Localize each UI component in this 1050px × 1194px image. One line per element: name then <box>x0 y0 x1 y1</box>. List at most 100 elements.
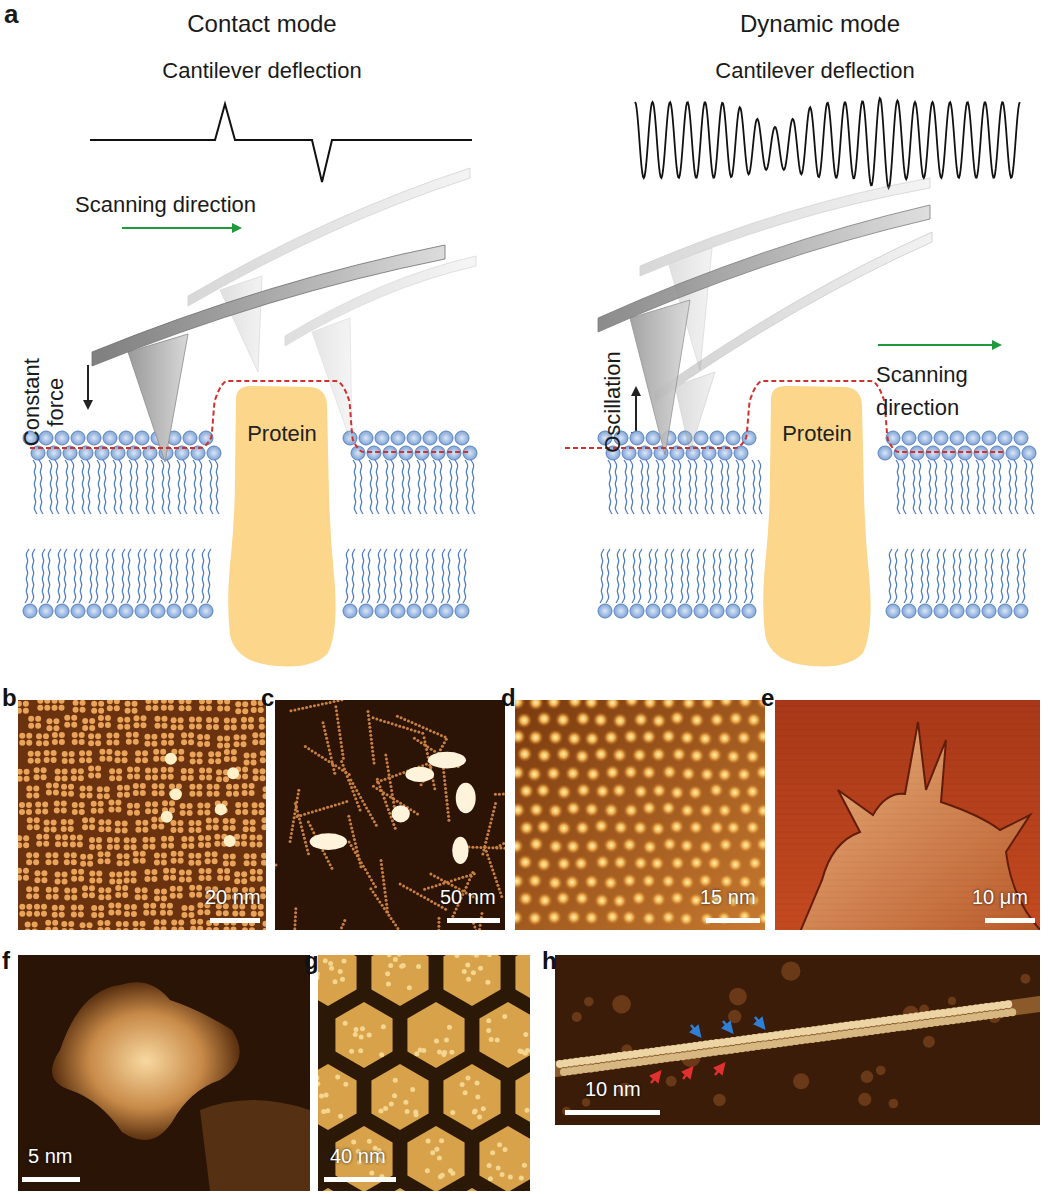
background-blob <box>1020 974 1030 984</box>
dot <box>420 894 423 897</box>
dot <box>334 804 337 807</box>
peak <box>641 910 657 926</box>
subunit <box>43 740 49 746</box>
subunit <box>64 722 70 728</box>
dot <box>406 886 409 889</box>
lipid-head <box>966 604 980 618</box>
lipid-head <box>934 431 948 445</box>
subunit <box>230 818 236 824</box>
subunit <box>64 895 70 901</box>
subunit <box>212 858 218 864</box>
peak <box>566 909 582 925</box>
subunit <box>140 928 146 930</box>
dot <box>359 796 362 799</box>
peak <box>611 782 627 798</box>
peak <box>518 891 534 907</box>
subunit <box>105 894 111 900</box>
lipid-tail <box>129 460 133 514</box>
lipid-head <box>982 431 996 445</box>
hexagonal-ring <box>515 955 530 1006</box>
hexagonal-ring <box>515 1188 530 1191</box>
subunit <box>223 776 229 782</box>
peak <box>536 711 552 727</box>
subunit <box>117 724 123 730</box>
lipid-tail <box>209 460 213 514</box>
lipid-tail <box>457 549 461 603</box>
subunit <box>196 784 202 790</box>
subunit <box>125 708 131 714</box>
subunit <box>19 911 25 917</box>
subunit <box>107 700 113 704</box>
dot <box>402 726 405 729</box>
subunit <box>124 717 130 723</box>
dot <box>297 789 300 792</box>
subunit <box>82 892 88 898</box>
lipid-tail <box>385 460 389 514</box>
lipid-tail <box>49 460 53 514</box>
subunit <box>154 895 160 901</box>
dot <box>386 765 389 768</box>
dot <box>437 917 440 920</box>
subunit <box>170 886 176 892</box>
dot <box>488 825 491 828</box>
subunit <box>349 1049 354 1054</box>
subunit <box>259 802 265 808</box>
dot <box>392 920 395 923</box>
dot <box>359 861 362 864</box>
dot <box>327 760 330 763</box>
dot <box>394 827 397 830</box>
dot <box>339 737 342 740</box>
subunit <box>206 825 212 831</box>
dot <box>444 787 447 790</box>
subunit <box>135 827 141 833</box>
subunit <box>61 826 67 832</box>
peak <box>725 749 741 765</box>
subunit <box>25 922 31 928</box>
lipid-tail <box>207 549 211 603</box>
subunit <box>134 810 140 816</box>
dot <box>392 798 395 801</box>
dot <box>436 876 439 879</box>
dot <box>493 806 496 809</box>
subunit <box>132 701 138 707</box>
subunit <box>242 701 248 707</box>
subunit <box>197 926 203 930</box>
subunit <box>59 739 65 745</box>
subunit <box>89 837 95 843</box>
subunit <box>145 767 151 773</box>
subunit <box>35 723 41 729</box>
subunit <box>142 844 148 850</box>
subunit <box>69 751 75 757</box>
lipid-head <box>710 604 724 618</box>
subunit <box>59 905 65 911</box>
peak <box>632 820 648 836</box>
dot <box>321 756 324 759</box>
cantilever-tip <box>630 300 690 455</box>
peak <box>575 782 591 798</box>
dot <box>310 828 313 831</box>
subunit <box>260 886 266 892</box>
dot <box>494 876 497 879</box>
dot <box>384 753 387 756</box>
image-ground <box>18 700 266 930</box>
subunit <box>213 724 219 730</box>
subunit <box>52 700 58 704</box>
lipid-head <box>55 431 69 445</box>
subunit <box>163 868 169 874</box>
subunit <box>145 774 151 780</box>
subunit <box>242 708 248 714</box>
lipid-tail <box>630 460 634 514</box>
dot <box>383 907 386 910</box>
subunit <box>91 701 97 707</box>
dot <box>376 778 379 781</box>
subunit <box>151 741 157 747</box>
lipid-tail <box>638 549 642 603</box>
dot <box>299 814 302 817</box>
subunit <box>98 701 104 707</box>
subunit <box>242 773 248 779</box>
subunit <box>124 870 130 876</box>
subunit <box>62 878 68 884</box>
subunit <box>161 926 167 930</box>
subunit <box>405 1109 410 1114</box>
dot <box>380 779 383 782</box>
